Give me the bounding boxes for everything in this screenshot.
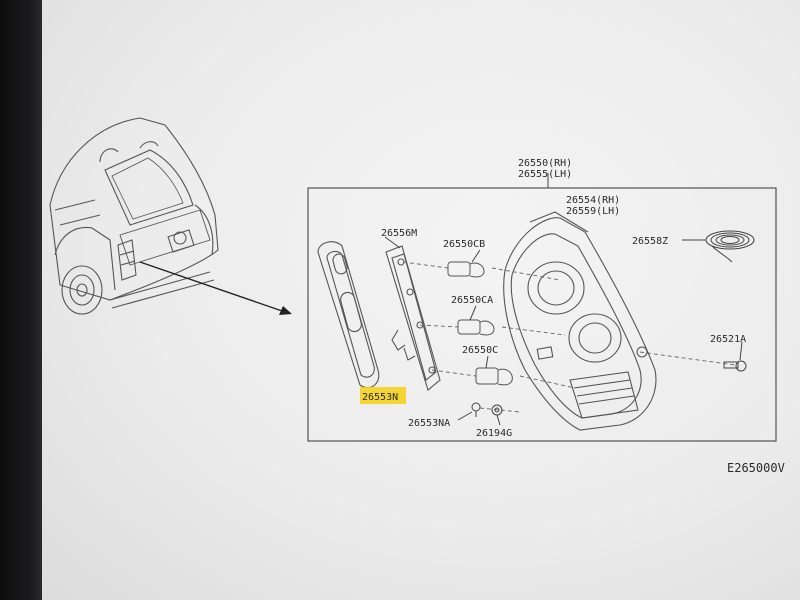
car-illustration bbox=[49, 117, 219, 315]
lamp-housing-part bbox=[503, 211, 657, 431]
screen-area bbox=[42, 0, 800, 600]
label-reflector: 26553N bbox=[362, 392, 398, 403]
bulb-middle bbox=[457, 305, 495, 336]
alignment-lines bbox=[402, 261, 736, 413]
label-bulb-top: 26550CB bbox=[443, 239, 485, 250]
label-lens-lh: 26559(LH) bbox=[566, 206, 620, 217]
label-lens-rh: 26554(RH) bbox=[566, 195, 620, 206]
exploded-view-frame bbox=[307, 187, 777, 442]
label-bulb-bottom: 26550C bbox=[462, 345, 498, 356]
figure-code: E265000V bbox=[727, 461, 785, 475]
socket-plate-part bbox=[384, 236, 441, 391]
pointer-arrow bbox=[139, 261, 292, 315]
label-bolt: 26521A bbox=[710, 334, 746, 345]
bulb-bottom bbox=[475, 355, 513, 386]
label-screw: 26194G bbox=[476, 428, 512, 439]
label-assembly-rh: 26550(RH) bbox=[518, 158, 572, 169]
label-clip: 26553NA bbox=[408, 418, 450, 429]
label-packing: 26558Z bbox=[632, 236, 668, 247]
highlight-marker bbox=[360, 387, 406, 404]
monitor-bezel bbox=[0, 0, 42, 600]
packing-seal-part bbox=[682, 230, 755, 263]
bolt-part bbox=[723, 341, 747, 372]
label-assembly-lh: 26555(LH) bbox=[518, 169, 572, 180]
label-socket-plate: 26556M bbox=[381, 228, 417, 239]
clip-part bbox=[457, 402, 481, 421]
reflector-part bbox=[317, 241, 380, 389]
screw-part bbox=[491, 404, 503, 426]
bulb-top bbox=[447, 249, 485, 278]
label-bulb-middle: 26550CA bbox=[451, 295, 493, 306]
